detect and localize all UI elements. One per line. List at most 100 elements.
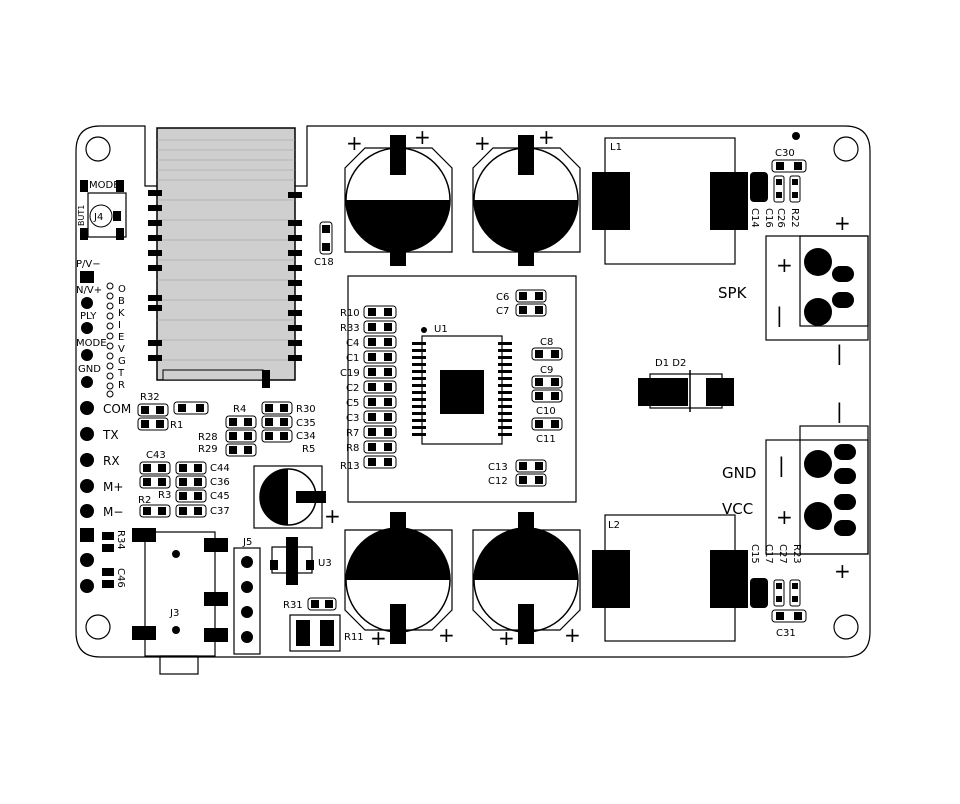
svg-text:T: T bbox=[117, 368, 125, 379]
svg-text:M−: M− bbox=[103, 505, 123, 519]
top-right-passives: C30 C14 C16 C26 R22 bbox=[749, 132, 807, 228]
svg-text:TX: TX bbox=[102, 428, 119, 442]
svg-text:C34: C34 bbox=[296, 431, 316, 442]
svg-text:J3: J3 bbox=[169, 608, 179, 619]
pin-label-mode: MODE bbox=[76, 338, 107, 349]
svg-text:|: | bbox=[836, 341, 843, 365]
u1-left-passives: R10 R33 C4 C1 C19 C2 C5 C3 R7 R8 R13 bbox=[340, 305, 397, 472]
svg-text:R13: R13 bbox=[340, 461, 360, 472]
svg-text:C3: C3 bbox=[346, 413, 359, 424]
regulator-u3: U3 bbox=[270, 537, 332, 585]
svg-text:+: + bbox=[564, 623, 581, 647]
svg-text:+: + bbox=[346, 131, 363, 155]
cap-c18: C18 bbox=[314, 221, 334, 268]
pin-label-pv: P/V− bbox=[76, 259, 101, 270]
svg-text:+: + bbox=[834, 211, 851, 235]
elcap-top-left: + + bbox=[344, 125, 453, 266]
svg-text:R32: R32 bbox=[140, 392, 160, 403]
svg-text:M+: M+ bbox=[103, 480, 123, 494]
board-outline bbox=[75, 125, 871, 658]
svg-text:L1: L1 bbox=[610, 142, 622, 153]
svg-text:C37: C37 bbox=[210, 506, 230, 517]
header-j5: J5 bbox=[233, 537, 261, 655]
svg-text:+: + bbox=[438, 623, 455, 647]
svg-text:+: + bbox=[474, 131, 491, 155]
r34-c46: R34 C46 bbox=[102, 530, 126, 588]
svg-text:R: R bbox=[118, 380, 125, 391]
inductor-l1: L1 bbox=[592, 137, 748, 265]
mount-hole-tr bbox=[833, 136, 859, 162]
svg-text:C15: C15 bbox=[749, 544, 760, 564]
spk-connector: SPK + | + | bbox=[718, 211, 869, 365]
svg-text:|: | bbox=[778, 453, 785, 477]
svg-text:C26: C26 bbox=[775, 208, 786, 228]
audio-jack-j3: J3 bbox=[132, 528, 228, 675]
svg-text:R22: R22 bbox=[789, 208, 800, 228]
svg-text:R29: R29 bbox=[198, 444, 218, 455]
svg-text:C45: C45 bbox=[210, 491, 230, 502]
passive-cluster-left: R32 R1 R4 R28 R29 R30 C35 C34 C43 bbox=[137, 392, 316, 518]
svg-text:E: E bbox=[118, 332, 124, 343]
svg-text:R30: R30 bbox=[296, 404, 316, 415]
svg-text:C43: C43 bbox=[146, 450, 166, 461]
svg-text:R2: R2 bbox=[138, 495, 151, 506]
svg-text:R8: R8 bbox=[346, 443, 359, 454]
elcap-bottom-left: + + bbox=[344, 512, 455, 650]
svg-text:U1: U1 bbox=[434, 324, 448, 335]
svg-text:C2: C2 bbox=[346, 383, 359, 394]
svg-text:+: + bbox=[776, 505, 793, 529]
svg-text:R5: R5 bbox=[302, 444, 315, 455]
pin-label-ply: PLY bbox=[80, 311, 97, 322]
diodes-d1-d2: D1 D2 bbox=[638, 358, 734, 412]
svg-text:G: G bbox=[118, 356, 126, 367]
svg-text:R1: R1 bbox=[170, 420, 183, 431]
svg-text:COM: COM bbox=[103, 402, 131, 416]
power-connector: GND VCC | + | + bbox=[722, 399, 869, 583]
bottom-right-passives: C31 C15 C17 C27 R23 bbox=[749, 544, 807, 639]
r31-r11: R31 R11 bbox=[283, 597, 364, 652]
switch-ref-j4: J4 bbox=[93, 212, 103, 223]
svg-text:C35: C35 bbox=[296, 418, 316, 429]
vcc-label: VCC bbox=[722, 500, 753, 518]
svg-text:C9: C9 bbox=[540, 365, 553, 376]
pin-label-gnd: GND bbox=[78, 364, 101, 375]
svg-text:|: | bbox=[776, 303, 783, 327]
svg-text:L2: L2 bbox=[608, 520, 620, 531]
svg-text:R34: R34 bbox=[115, 530, 126, 550]
svg-text:|: | bbox=[836, 399, 843, 423]
spk-label: SPK bbox=[718, 284, 748, 302]
svg-text:R7: R7 bbox=[346, 428, 359, 439]
mount-hole-br bbox=[833, 614, 859, 640]
svg-text:R28: R28 bbox=[198, 432, 218, 443]
svg-text:C7: C7 bbox=[496, 306, 509, 317]
svg-text:+: + bbox=[414, 125, 431, 149]
svg-text:C18: C18 bbox=[314, 257, 334, 268]
svg-text:+: + bbox=[776, 253, 793, 277]
svg-text:R31: R31 bbox=[283, 600, 303, 611]
inductor-l2: L2 bbox=[592, 514, 748, 642]
svg-text:C19: C19 bbox=[340, 368, 360, 379]
mount-hole-tl bbox=[85, 136, 111, 162]
svg-text:+: + bbox=[538, 125, 555, 149]
gnd-label: GND bbox=[722, 464, 756, 482]
bt-module bbox=[148, 127, 302, 388]
svg-text:+: + bbox=[498, 626, 515, 650]
svg-text:C14: C14 bbox=[749, 208, 760, 228]
svg-text:R33: R33 bbox=[340, 323, 360, 334]
svg-text:+: + bbox=[324, 504, 341, 528]
pin-label-nv: N/V+ bbox=[76, 285, 102, 296]
elcap-top-right: + + bbox=[472, 125, 581, 266]
svg-text:C30: C30 bbox=[775, 148, 795, 159]
svg-text:B: B bbox=[118, 296, 125, 307]
trimmer-r5: R5 + bbox=[253, 444, 341, 529]
amplifier-u1-area: U1 bbox=[340, 275, 577, 503]
svg-text:C13: C13 bbox=[488, 462, 508, 473]
okie-column: O B K I E V G T R bbox=[106, 282, 126, 398]
svg-text:C8: C8 bbox=[540, 337, 553, 348]
svg-text:C31: C31 bbox=[776, 628, 796, 639]
svg-text:+: + bbox=[370, 626, 387, 650]
svg-text:+: + bbox=[834, 559, 851, 583]
svg-text:R11: R11 bbox=[344, 632, 364, 643]
